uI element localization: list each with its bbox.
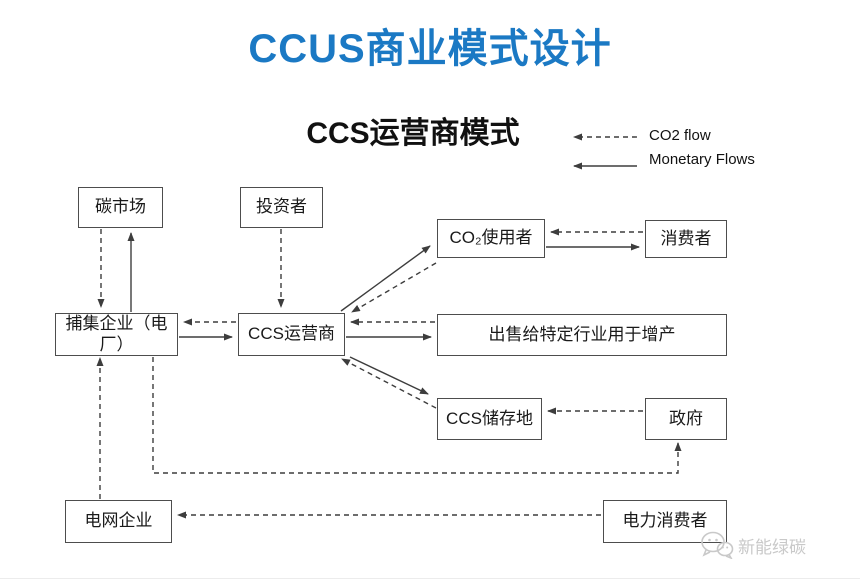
watermark-text: 新能绿碳 [738, 537, 806, 557]
watermark: 新能绿碳 [700, 531, 806, 559]
node-ccs-operator: CCS运营商 [238, 313, 345, 356]
diagram-subtitle: CCS运营商模式 [306, 117, 520, 150]
legend-monetary-flows-label: Monetary Flows [649, 151, 755, 168]
legend-co2-flow-label: CO2 flow [649, 127, 711, 144]
node-sell-to-industry: 出售给特定行业用于增产 [437, 314, 727, 356]
node-government: 政府 [645, 398, 727, 440]
bottom-divider [0, 578, 860, 579]
node-carbon-market: 碳市场 [78, 187, 163, 228]
node-investor: 投资者 [240, 187, 323, 228]
wechat-icon [700, 531, 734, 559]
node-co2-user: CO₂使用者 [437, 219, 545, 258]
page-title: CCUS商业模式设计 [248, 27, 612, 71]
node-capture-enterprise: 捕集企业（电厂） [55, 313, 178, 356]
node-ccs-storage: CCS储存地 [437, 398, 542, 440]
node-consumer: 消费者 [645, 220, 727, 258]
node-power-consumer: 电力消费者 [603, 500, 727, 543]
node-grid-enterprise: 电网企业 [65, 500, 172, 543]
